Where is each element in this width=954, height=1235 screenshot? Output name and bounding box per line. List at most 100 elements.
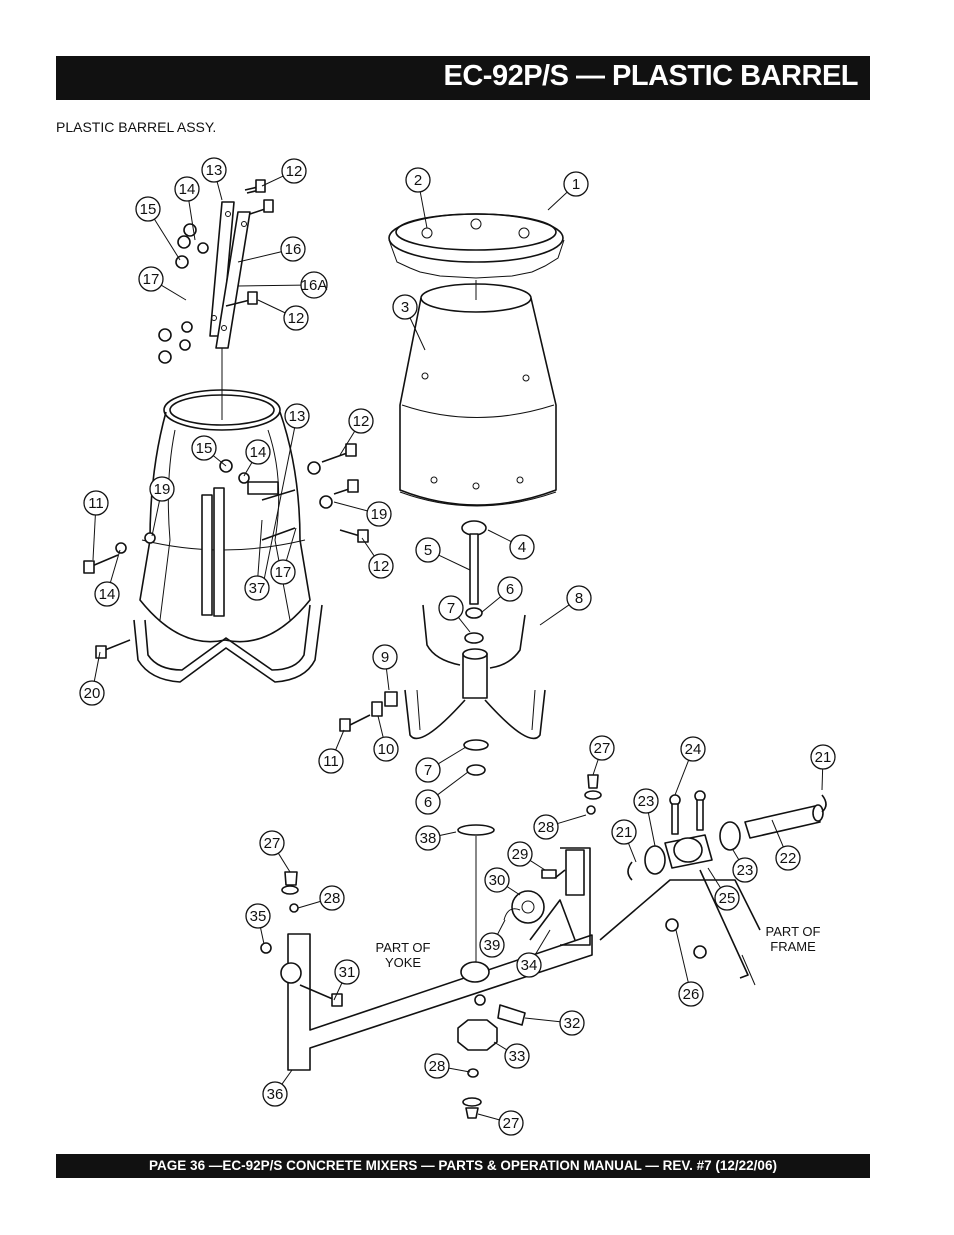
leader-line [493, 1041, 508, 1051]
callout-14: 14 [243, 439, 271, 477]
callout-16A: 16A [237, 271, 328, 299]
callout-circle [368, 553, 394, 579]
leader-line [153, 218, 181, 261]
callout-label: 28 [324, 890, 341, 907]
callout-37: 37 [244, 519, 270, 601]
callout-label: 17 [275, 564, 292, 581]
callout-label: 1 [572, 176, 580, 193]
callout-label: 31 [339, 964, 356, 981]
leader-line [438, 746, 467, 765]
leader-line [260, 927, 265, 945]
callout-label: 12 [373, 558, 390, 575]
callout-14: 14 [94, 549, 121, 607]
callout-39: 39 [479, 919, 506, 958]
callout-17: 17 [270, 527, 297, 585]
callout-label: 11 [88, 495, 104, 512]
callout-circle [533, 814, 559, 840]
callout-circle [281, 158, 307, 184]
callout-15: 15 [135, 196, 181, 261]
callout-circle [633, 788, 659, 814]
callout-4: 4 [487, 529, 535, 560]
leader-line [257, 299, 286, 314]
leader-line [487, 529, 512, 543]
leader-line [524, 1017, 561, 1023]
callout-circle [244, 575, 270, 601]
leader-line [212, 455, 227, 467]
callout-label: 15 [140, 201, 157, 218]
callout-28: 28 [297, 885, 345, 911]
leader-line [497, 919, 506, 935]
callout-12: 12 [339, 408, 374, 456]
callout-label: 12 [353, 413, 370, 430]
callout-27: 27 [259, 830, 291, 873]
callout-circle [516, 952, 542, 978]
leader-line [385, 668, 390, 691]
callout-circle [504, 1043, 530, 1069]
callout-1: 1 [547, 171, 589, 211]
callout-circle [563, 171, 589, 197]
callout-circle [334, 959, 360, 985]
leader-line [333, 501, 368, 512]
leader-line [339, 430, 356, 456]
footer-text: PAGE 36 —EC-92P/S CONCRETE MIXERS — PART… [149, 1158, 777, 1173]
leader-line [409, 317, 426, 351]
callout-label: 19 [154, 481, 171, 498]
callout-label: 39 [484, 937, 501, 954]
callout-26: 26 [675, 929, 704, 1007]
leader-line [529, 860, 546, 871]
callout-circle [810, 744, 836, 770]
leader-line [285, 527, 297, 561]
leader-line [771, 819, 784, 848]
leader-line [438, 554, 471, 571]
callout-circle [392, 294, 418, 320]
leader-line [277, 852, 291, 873]
callout-21: 21 [810, 744, 836, 791]
leader-line [335, 729, 345, 751]
callout-circle [245, 903, 271, 929]
callout-circle [284, 403, 310, 429]
callout-label: 15 [196, 440, 213, 457]
callout-label: 14 [179, 181, 196, 198]
leader-line [297, 900, 321, 909]
callout-23: 23 [732, 849, 758, 883]
callout-7: 7 [415, 746, 467, 783]
axle-assembly [599, 790, 827, 986]
callout-circle [262, 1081, 288, 1107]
callout-circle [566, 585, 592, 611]
callout-label: 38 [420, 830, 437, 847]
leader-line [237, 284, 303, 287]
callout-circle [415, 537, 441, 563]
callout-circle [559, 1010, 585, 1036]
callout-14: 14 [174, 176, 200, 241]
callout-circle [611, 819, 637, 845]
callout-28: 28 [424, 1053, 471, 1079]
callout-circle [149, 476, 175, 502]
callout-circle [191, 435, 217, 461]
callout-label: 23 [638, 793, 655, 810]
section-label: PLASTIC BARREL ASSY. [56, 119, 217, 135]
callout-3: 3 [392, 294, 426, 351]
barrel-cone [399, 283, 557, 507]
callout-label: 12 [288, 310, 305, 327]
callout-label: 25 [719, 890, 736, 907]
callout-circle [589, 735, 615, 761]
callout-circle [270, 559, 296, 585]
callout-19: 19 [333, 501, 392, 527]
leader-line [237, 251, 282, 263]
callout-35: 35 [245, 903, 271, 945]
callout-38: 38 [415, 825, 457, 851]
callout-31: 31 [333, 959, 360, 1001]
callout-label: 30 [489, 872, 506, 889]
callout-circle [415, 825, 441, 851]
callout-circle [373, 736, 399, 762]
callout-2: 2 [405, 167, 431, 229]
leader-line [92, 514, 96, 561]
callout-label: 7 [424, 762, 432, 779]
yoke-note-line2: YOKE [385, 955, 421, 970]
callout-circle [135, 196, 161, 222]
callout-circle [415, 789, 441, 815]
frame-note-line1: PART OF [766, 924, 821, 939]
callout-label: 33 [509, 1048, 526, 1065]
leader-line [547, 191, 568, 211]
